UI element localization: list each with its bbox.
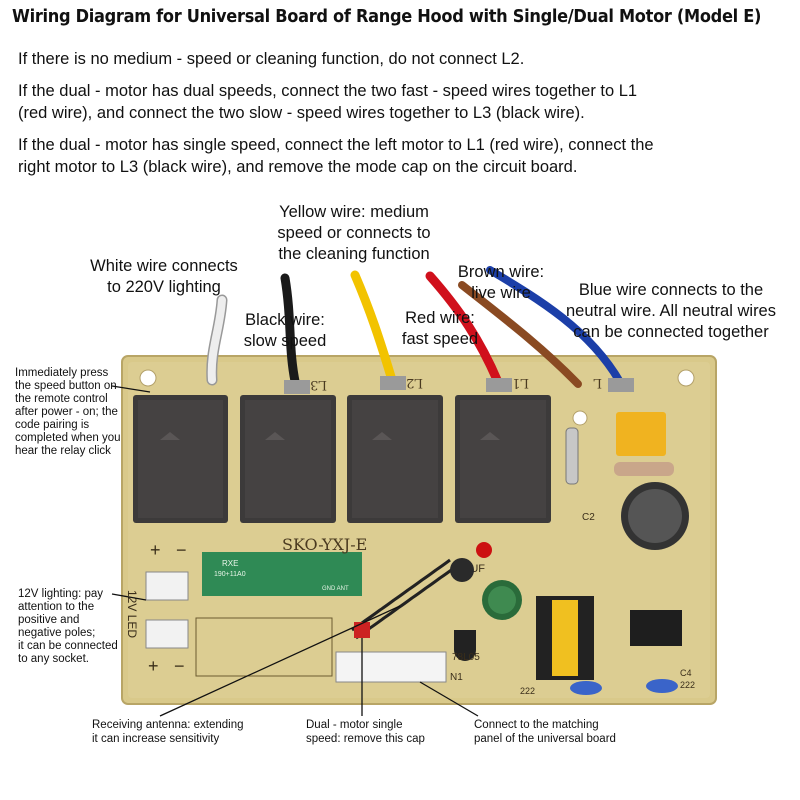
regulator-label: 78L05 — [452, 652, 480, 663]
voltage-regulator — [454, 630, 476, 661]
mode-cap-jumper — [354, 622, 370, 638]
plus-sign: + — [148, 656, 159, 676]
resistor — [614, 462, 674, 476]
side-12v-led: 12V LED — [125, 590, 139, 638]
connector-label: N1 — [450, 672, 463, 683]
lighting-socket-1 — [145, 571, 189, 601]
leader-antenna — [159, 605, 401, 717]
ceramic-cap — [646, 679, 678, 693]
mode-cap-caption: Dual - motor single speed: remove this c… — [306, 719, 425, 745]
black-wire — [280, 273, 301, 391]
relay-1 — [133, 395, 228, 523]
terminal-l2 — [380, 376, 406, 390]
red-wire — [425, 271, 503, 387]
instruction-single-speed-1: If the dual - motor has single speed, co… — [18, 136, 654, 154]
small-capacitor — [450, 558, 474, 582]
red-wire-label: Red wire: fast speed — [401, 309, 479, 348]
terminal-label-l3: L3 — [310, 377, 327, 392]
c222-label-b: 222 — [680, 680, 695, 690]
lighting-note: 12V lighting: pay attention to the posit… — [18, 588, 118, 665]
mount-hole — [677, 369, 695, 387]
ceramic-cap — [570, 681, 602, 695]
brown-wire-label: Brown wire: live wire — [457, 263, 545, 302]
relay-3 — [347, 395, 443, 523]
terminal-l3 — [284, 380, 310, 394]
model-marking: SKO-YXJ-E — [282, 535, 367, 554]
pin-label: GND ANT — [322, 586, 349, 592]
relay-2 — [240, 395, 336, 523]
antenna-coil — [351, 558, 455, 640]
white-wire-label: White wire connects to 220V lighting — [90, 257, 238, 296]
ic-chip — [630, 610, 682, 646]
antenna-caption: Receiving antenna: extending it can incr… — [92, 719, 244, 745]
pairing-note: Immediately press the speed button on th… — [15, 367, 121, 457]
terminal-label-l: L — [593, 375, 602, 390]
diagram-title: Wiring Diagram for Universal Board of Ra… — [12, 6, 762, 27]
yellow-wire — [350, 270, 397, 385]
terminal-l1 — [486, 378, 512, 392]
module-sub-label: 190+11A0 — [214, 571, 246, 578]
instruction-dual-speed-2: (red wire), and connect the two slow - s… — [18, 104, 585, 122]
c4-label: C4 — [680, 668, 692, 678]
leader-pairing — [111, 385, 151, 393]
black-wire-label: Black wire: slow speed — [243, 311, 327, 350]
mount-hole — [139, 369, 157, 387]
yellow-wire-label: Yellow wire: medium speed or connects to… — [277, 203, 431, 263]
c222-label-a: 222 — [520, 686, 535, 696]
yellow-capacitor — [616, 412, 666, 456]
plus-sign: + — [150, 540, 161, 560]
silkscreen-text-block — [195, 617, 333, 677]
lighting-socket-2 — [145, 619, 189, 649]
panel-connector — [335, 651, 447, 683]
terminal-l — [608, 378, 634, 392]
instruction-l2: If there is no medium - speed or cleanin… — [18, 50, 525, 68]
leader-lighting — [111, 593, 147, 601]
relay-4 — [455, 395, 551, 523]
red-led — [476, 542, 492, 558]
blue-wire-label: Blue wire connects to the neutral wire. … — [565, 281, 776, 341]
minus-sign: − — [176, 540, 187, 560]
instruction-single-speed-2: right motor to L3 (black wire), and remo… — [18, 158, 578, 176]
leader-panel — [419, 681, 479, 717]
c2-label: C2 — [582, 512, 595, 523]
panel-caption: Connect to the matching panel of the uni… — [474, 719, 616, 745]
instruction-dual-speed-1: If the dual - motor has dual speeds, con… — [18, 82, 638, 100]
terminal-label-l2: L2 — [406, 375, 423, 390]
brown-wire — [458, 281, 582, 388]
minus-sign: − — [174, 656, 185, 676]
module-label: RXE — [222, 559, 238, 568]
blue-wire — [486, 266, 624, 386]
rf-module — [202, 552, 362, 596]
diode — [565, 427, 579, 485]
terminal-label-l1: L1 — [512, 375, 529, 390]
mount-hole — [572, 410, 588, 426]
